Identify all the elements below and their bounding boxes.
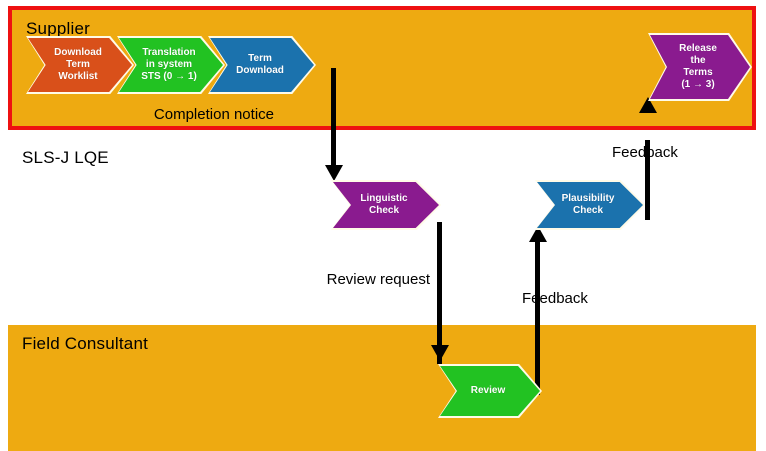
- connector-completion-notice-arrowhead: [325, 165, 343, 181]
- connector-feedback-review-line: [535, 240, 540, 395]
- step-linguistic-check-label: Linguistic Check: [360, 192, 408, 216]
- connector-review-request-arrowhead: [431, 345, 449, 361]
- connector-review-request-label: Review request: [326, 271, 430, 288]
- step-translation-in-system-label: Translation in system STS (0 → 1): [141, 46, 197, 83]
- step-review-label: Review: [470, 384, 506, 396]
- lane-sls-j-lqe-title: SLS-J LQE: [22, 148, 109, 167]
- step-plausibility-check-label: Plausibility Check: [561, 192, 615, 216]
- connector-feedback-review-arrowhead: [529, 226, 547, 242]
- connector-feedback-release-line: [645, 140, 650, 220]
- lane-field-consultant-title: Field Consultant: [22, 334, 149, 353]
- step-release-the-terms-label: Release the Terms (1 → 3): [679, 42, 717, 91]
- connector-completion-notice-line: [331, 68, 336, 168]
- connector-feedback-release-label: Feedback: [612, 144, 678, 161]
- lane-field-consultant: Field Consultant: [8, 325, 756, 451]
- lane-supplier: Supplier: [8, 6, 756, 130]
- step-download-term-worklist-label: Download Term Worklist: [54, 46, 102, 83]
- connector-feedback-review-label: Feedback: [522, 290, 588, 307]
- connector-feedback-release-arrowhead: [639, 97, 657, 113]
- step-term-download-label: Term Download: [236, 52, 284, 76]
- connector-review-request-line: [437, 222, 442, 364]
- lane-supplier-title: Supplier: [26, 19, 90, 38]
- connector-completion-notice-label: Completion notice: [153, 106, 274, 123]
